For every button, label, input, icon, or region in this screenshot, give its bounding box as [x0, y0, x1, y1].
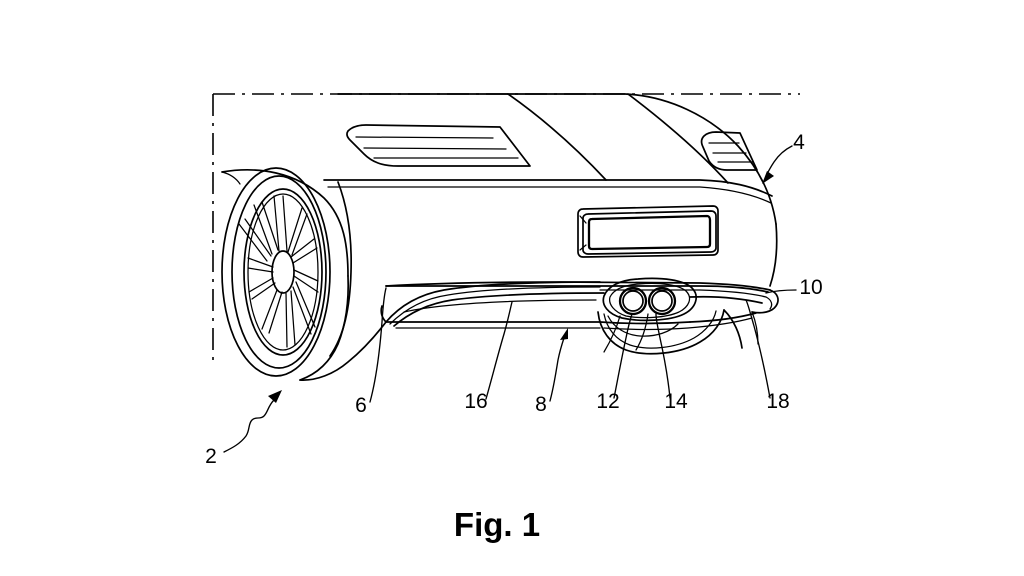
- rear-end-body: [221, 93, 778, 293]
- leader-6: [369, 287, 387, 403]
- leader-10: [765, 289, 797, 294]
- rear-wheel-arch-panel: [221, 169, 387, 381]
- reference-numeral-10: 10: [799, 276, 822, 299]
- reference-numeral-2: 2: [205, 445, 217, 468]
- leader-14: [655, 313, 671, 399]
- rear-deck-louver-vent-small: [700, 131, 758, 171]
- reference-numeral-12: 12: [596, 390, 619, 413]
- license-plate-recess: [577, 205, 719, 258]
- leader-12: [613, 313, 633, 399]
- reference-numeral-14: 14: [664, 390, 688, 413]
- rear-wheel: [221, 167, 331, 377]
- rear-deck-louver-vent-large: [346, 124, 531, 167]
- reference-numeral-4: 4: [793, 131, 805, 154]
- leader-16: [485, 301, 513, 400]
- leader-18: [745, 299, 771, 399]
- leader-2: [223, 390, 282, 453]
- reference-numeral-16: 16: [464, 390, 487, 413]
- reference-numeral-6: 6: [355, 394, 367, 417]
- wheel-spokes: [238, 195, 319, 348]
- figure-caption: Fig. 1: [454, 506, 540, 543]
- reference-numeral-18: 18: [766, 390, 789, 413]
- reference-numeral-8: 8: [535, 393, 547, 416]
- rear-diffuser: [380, 281, 757, 331]
- leader-4: [762, 145, 793, 184]
- leader-8: [549, 328, 568, 402]
